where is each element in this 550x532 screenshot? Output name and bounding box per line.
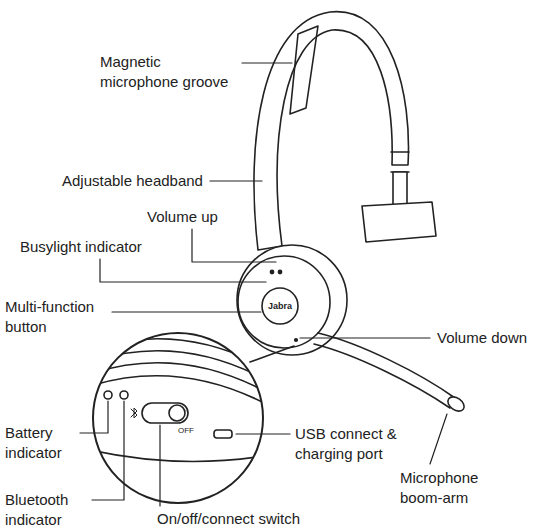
earcup-rings: [90, 339, 270, 462]
boom-arm: [318, 333, 455, 398]
switch-body: [142, 403, 188, 423]
part-label: Battery indicator: [5, 423, 77, 463]
earcup-face: [238, 256, 330, 348]
headband-pad: [362, 202, 436, 242]
part-label: USB connect & charging port: [295, 424, 413, 464]
part-label: Volume down: [437, 328, 527, 348]
microphone-tip: [445, 394, 467, 414]
microphone-groove: [290, 26, 318, 114]
part-label: Busylight indicator: [20, 237, 142, 257]
switch-marking: OFF: [178, 426, 194, 435]
part-label: Bluetooth indicator: [5, 490, 89, 530]
battery-led: [104, 391, 112, 399]
part-label: Adjustable headband: [62, 171, 203, 191]
headband-stem: [393, 172, 407, 208]
part-label: Microphone boom-arm: [400, 468, 500, 508]
busylight-dot: [270, 270, 273, 273]
part-label: Multi-function button: [5, 297, 111, 337]
bluetooth-led: [120, 391, 128, 399]
headband-slider: [391, 152, 409, 172]
part-label: Magnetic microphone groove: [100, 52, 236, 92]
multifunction-button: [262, 288, 298, 324]
busylight-dot: [278, 270, 281, 273]
zoom-inset: [93, 333, 263, 503]
leader-lines: [80, 63, 447, 506]
volume-down-dot: [295, 339, 298, 342]
boom-arm: [314, 344, 450, 408]
switch-knob: [169, 405, 185, 421]
part-label: On/off/connect switch: [157, 509, 300, 529]
usb-port: [214, 430, 232, 438]
bluetooth-symbol: [131, 408, 137, 418]
zoom-leader: [250, 346, 294, 362]
brand-logo: Jabra: [262, 301, 298, 311]
part-label: Volume up: [147, 207, 218, 227]
